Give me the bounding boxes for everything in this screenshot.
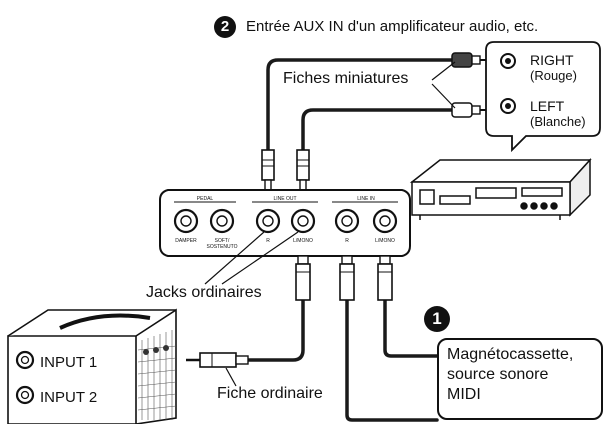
fiches-miniatures-pointers <box>431 61 456 109</box>
panel-label-sostenuto: SOSTENUTO <box>206 244 237 250</box>
amp-input-callout <box>485 41 601 153</box>
mini-plug-left <box>296 149 310 195</box>
jacks-ordinaires-label: Jacks ordinaires <box>146 284 262 301</box>
std-plug-in-l <box>377 255 393 301</box>
step-2-marker: 2 <box>214 16 236 38</box>
amp-input-right-label: RIGHT <box>530 52 574 68</box>
fiche-ordinaire-pointer <box>225 367 237 387</box>
guitar-amp-jacks <box>15 350 35 405</box>
panel-label-out-r: R <box>266 238 270 244</box>
recorder-line1: Magnétocassette, <box>447 346 574 363</box>
std-plug-in-r <box>339 255 355 301</box>
panel-label-out-l: L/MONO <box>293 238 313 244</box>
fiches-miniatures-label: Fiches miniatures <box>283 70 409 87</box>
amp-input-left: LEFT (Blanche) <box>530 98 586 130</box>
recorder-line2: source sonore <box>447 366 549 383</box>
panel-group-line-out: LINE OUT <box>273 196 296 202</box>
rca-plug-right <box>451 52 488 68</box>
cable-line-in-right <box>345 298 439 422</box>
cable-to-guitar-amp <box>246 298 305 362</box>
cable-line-out-left <box>301 108 454 152</box>
amp-input-right-color: (Rouge) <box>530 68 577 83</box>
panel-group-line-in: LINE IN <box>357 196 375 202</box>
guitar-amplifier <box>7 308 177 425</box>
cable-line-out-right <box>266 58 454 152</box>
panel-label-in-r: R <box>345 238 349 244</box>
cable-line-in-left <box>383 298 439 358</box>
rca-plug-left <box>451 102 488 118</box>
std-plug-out-l <box>295 255 311 301</box>
guitar-amp-input1-label: INPUT 1 <box>40 354 98 371</box>
amp-input-right: RIGHT (Rouge) <box>530 52 577 84</box>
aux-in-title: Entrée AUX IN d'un amplificateur audio, … <box>246 18 539 35</box>
panel-group-pedal: PEDAL <box>197 196 214 202</box>
amp-input-left-label: LEFT <box>530 98 565 114</box>
amp-input-left-color: (Blanche) <box>530 114 586 129</box>
fiche-ordinaire-label: Fiche ordinaire <box>217 385 323 402</box>
rear-panel: PEDAL LINE OUT LINE IN DAMPER SOFT/ SOST… <box>159 189 411 257</box>
panel-label-damper: DAMPER <box>175 238 197 244</box>
cables <box>246 58 454 422</box>
mini-plug-right <box>261 149 275 195</box>
audio-amplifier <box>409 158 592 220</box>
jacks-ordinaires-pointers <box>204 231 299 285</box>
panel-label-soft: SOFT/ <box>215 238 230 244</box>
panel-label-in-l: L/MONO <box>375 238 395 244</box>
guitar-amp-input2-label: INPUT 2 <box>40 389 98 406</box>
recorder-midi-box: Magnétocassette, source sonore MIDI <box>437 338 603 420</box>
fiche-ordinaire-plug <box>186 352 249 368</box>
step-1-marker: 1 <box>424 306 450 332</box>
recorder-line3: MIDI <box>447 386 481 403</box>
